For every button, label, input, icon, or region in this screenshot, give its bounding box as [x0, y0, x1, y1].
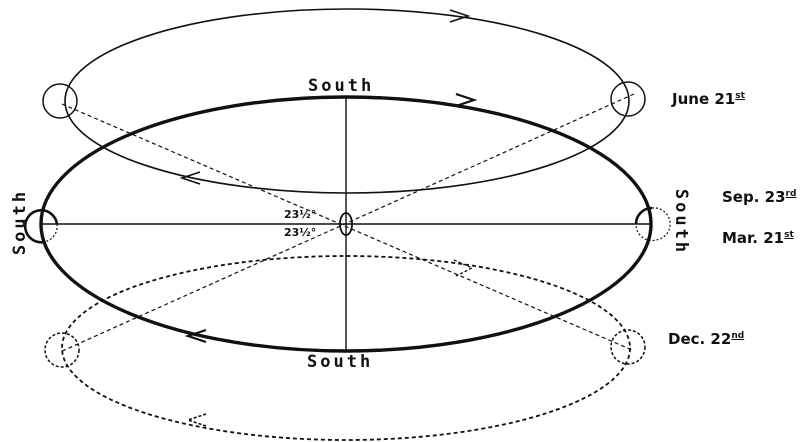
date-june-text: June 21 — [672, 90, 736, 108]
december-orbit — [61, 255, 631, 441]
south-label-top: South — [308, 76, 375, 96]
earth-equinox-left-shadow — [43, 223, 58, 243]
december-orbit-arrow-left — [185, 413, 207, 427]
diagonal-line-a — [61, 103, 633, 351]
date-dec-text: Dec. 22 — [668, 330, 732, 348]
date-june-suffix: st — [735, 91, 745, 101]
date-label-march: Mar. 21st — [722, 229, 794, 247]
south-label-right: South — [671, 188, 691, 256]
angle-label-lower: 23½° — [284, 226, 317, 239]
south-label-left: South — [10, 188, 30, 256]
earth-june-left — [42, 83, 78, 119]
date-mar-suffix: st — [784, 230, 794, 240]
earth-equinox-left — [23, 208, 59, 244]
date-label-september: Sep. 23rd — [722, 188, 796, 206]
date-label-december: Dec. 22nd — [668, 330, 744, 348]
earth-equinox-right — [634, 206, 653, 225]
date-label-june: June 21st — [672, 90, 745, 108]
june-orbit — [64, 8, 630, 194]
diagonal-arrow — [453, 259, 474, 277]
diagonal-line-b — [59, 93, 635, 353]
earth-june-right — [610, 81, 646, 117]
date-dec-suffix: nd — [731, 331, 745, 341]
date-sep-suffix: rd — [785, 189, 797, 199]
june-orbit-arrow-right — [449, 9, 471, 23]
equinox-orbit-arrow-right — [455, 92, 478, 108]
date-sep-text: Sep. 23 — [722, 188, 786, 206]
date-mar-text: Mar. 21 — [722, 229, 785, 247]
earth-december-left — [44, 332, 80, 368]
south-label-bottom: South — [307, 352, 374, 372]
june-orbit-arrow-left — [179, 171, 201, 185]
equinox-orbit-arrow-left — [184, 328, 207, 344]
angle-label-upper: 23½° — [284, 208, 317, 221]
earth-equinox-right-shadow — [635, 207, 671, 242]
earth-december-right — [610, 329, 646, 365]
